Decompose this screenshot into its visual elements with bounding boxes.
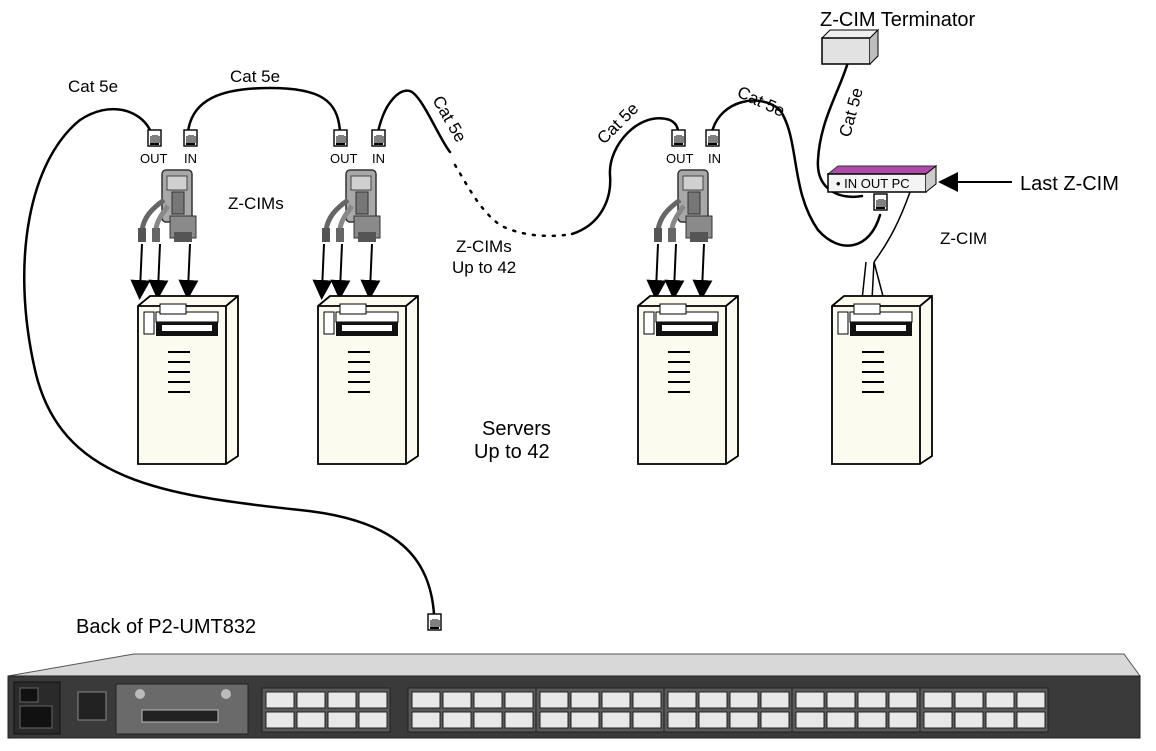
zcim-dongle-3: [654, 170, 712, 242]
switch-port-block-2: [407, 687, 537, 733]
last-zcim-label: Last Z-CIM: [1020, 173, 1119, 195]
server-3: [637, 295, 739, 465]
zcim-dongle-2: [322, 170, 380, 242]
arrows-to-server-1: [130, 243, 199, 300]
rj45-port-out-1: [147, 129, 162, 147]
cable-chain-to-third-zcim: [570, 117, 680, 236]
zcim-terminator: [820, 28, 880, 65]
rj45-port-out-3: [671, 129, 686, 147]
zcims-chain-label-1: Z-CIMs: [456, 237, 512, 256]
port-out-label-2: OUT: [330, 151, 358, 166]
cable-label-5: Cat 5e: [734, 82, 787, 120]
cable-switch-to-first-zcim: [22, 107, 436, 616]
arrows-to-server-2: [312, 243, 381, 300]
cable-label-3: Cat 5e: [429, 93, 471, 146]
rj45-port-in-2: [371, 129, 386, 147]
rj45-port-switch: [427, 613, 442, 631]
switch-port-block-3: [535, 687, 665, 733]
last-zcim-ports: • IN OUT PC: [836, 176, 910, 191]
switch-port-block-1: [261, 687, 391, 733]
zcim-dongle-1: [138, 170, 196, 242]
port-in-label-1: IN: [184, 151, 197, 166]
server-4: [831, 295, 933, 465]
arrows-to-server-3: [646, 243, 713, 300]
zcim-label: Z-CIM: [940, 229, 987, 248]
switch-port-block-6: [919, 687, 1049, 733]
cable-label-4: Cat 5e: [593, 99, 642, 148]
cable-last-zcim-to-server: [861, 191, 911, 301]
rj45-port-in-1: [183, 129, 198, 147]
rj45-port-last: [873, 193, 888, 211]
rj45-port-out-2: [333, 129, 348, 147]
switch-caption: Back of P2-UMT832: [76, 616, 256, 638]
servers-label-1: Servers: [482, 418, 551, 440]
servers-label-2: Up to 42: [474, 441, 550, 463]
last-zcim-box: • IN OUT PC: [826, 164, 938, 193]
switch-port-block-5: [791, 687, 921, 733]
port-out-label-3: OUT: [666, 151, 694, 166]
server-1: [137, 295, 239, 465]
port-out-label-1: OUT: [140, 151, 168, 166]
cable-third-zcim-to-last: [710, 99, 882, 247]
cable-terminator-to-last: [816, 60, 864, 199]
port-in-label-2: IN: [372, 151, 385, 166]
cable-chain-dotted: [453, 163, 574, 238]
cable-second-zcim-out: [376, 89, 452, 154]
cable-label-6: Cat 5e: [836, 86, 867, 139]
terminator-label: Z-CIM Terminator: [820, 9, 976, 31]
cable-label-1: Cat 5e: [68, 77, 118, 96]
switch-port-block-4: [663, 687, 793, 733]
cable-first-to-second-zcim: [186, 86, 342, 134]
port-in-label-3: IN: [708, 151, 721, 166]
rj45-port-in-3: [705, 129, 720, 147]
server-2: [317, 295, 419, 465]
zcims-chain-label-2: Up to 42: [452, 258, 516, 277]
cable-label-2: Cat 5e: [230, 67, 280, 86]
zcims-label: Z-CIMs: [228, 194, 284, 213]
